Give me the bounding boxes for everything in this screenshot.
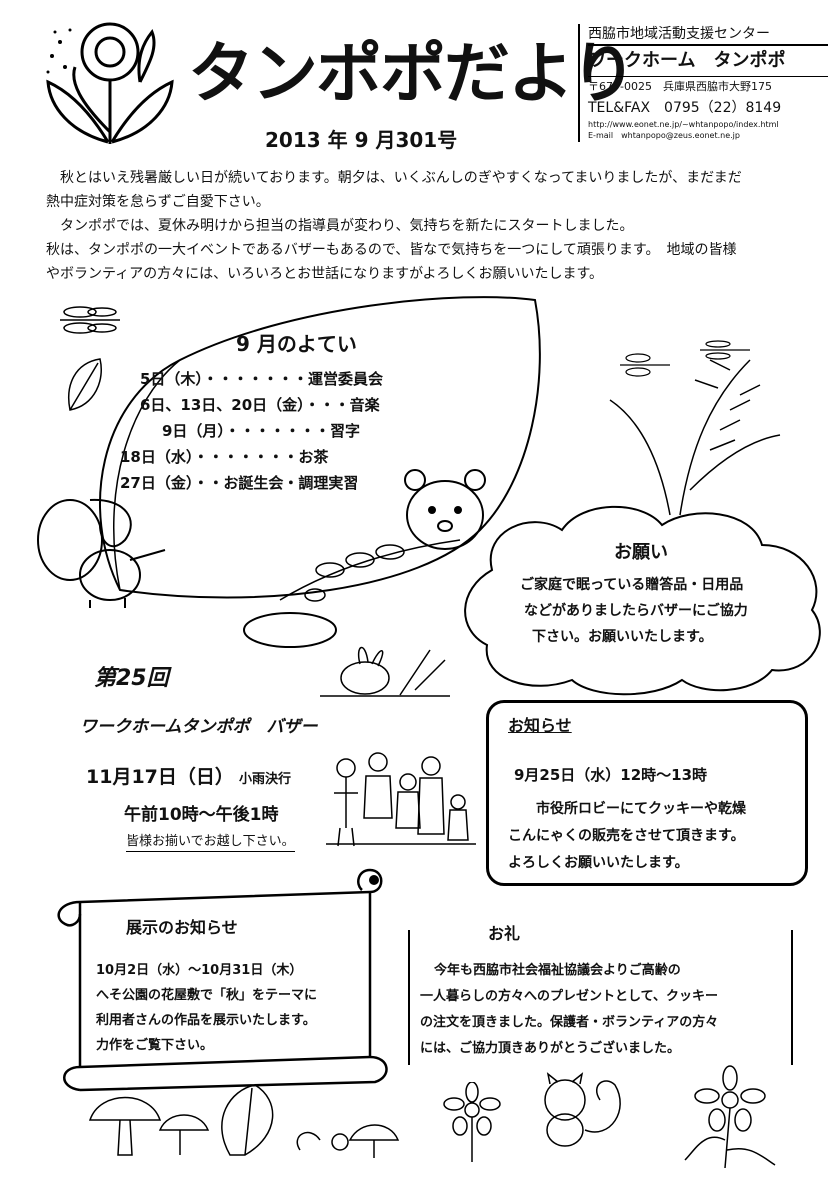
org-telfax: TEL&FAX 0795（22）8149 <box>588 100 782 116</box>
request-line: などがありましたらバザーにご協力 <box>524 603 748 619</box>
schedule-item: 9日（月）・・・・・・・習字 <box>162 422 360 440</box>
schedule-list: 5日（木）・・・・・・・運営委員会 6日、13日、20日（金）・・・音楽 9日（… <box>120 366 383 496</box>
bazaar-date-row: 11月17日（日） 小雨決行 <box>86 762 291 789</box>
thanks-title: お礼 <box>488 924 521 943</box>
bazaar-rain: 小雨決行 <box>238 772 291 787</box>
schedule-title: 9 月のよてい <box>236 332 357 356</box>
notice-line: 市役所ロビーにてクッキーや乾燥 <box>536 801 746 817</box>
bear-character-icon <box>404 469 486 550</box>
org-name: ワークホーム タンポポ <box>588 46 828 77</box>
notice-line: こんにゃくの販売をさせて頂きます。 <box>508 828 745 844</box>
schedule-item: 18日（水）・・・・・・・お茶 <box>120 448 329 466</box>
newsletter-title: タンポポだより <box>188 35 637 112</box>
exhibit-title: 展示のお知らせ <box>126 918 238 937</box>
org-email: E-mail whtanpopo@zeus.eonet.ne.jp <box>588 131 740 140</box>
cosmos-flower-icon <box>443 1082 501 1162</box>
request-line: 下さい。お願いいたします。 <box>532 629 713 645</box>
request-text: ご家庭で眠っている贈答品・日用品 などがありましたらバザーにご協力 下さい。お願… <box>500 572 748 650</box>
bazaar-name: ワークホームタンポポ バザー <box>80 717 318 737</box>
dragonfly-icon <box>60 306 120 334</box>
thanks-line: には、ご協力頂きありがとうございました。 <box>420 1041 681 1056</box>
notice-text: 市役所ロビーにてクッキーや乾燥 こんにゃくの販売をさせて頂きます。 よろしくお願… <box>508 796 746 877</box>
corner-flower-icon <box>684 1065 776 1169</box>
org-block: 西脇市地域活動支援センター ワークホーム タンポポ 〒677-0025 兵庫県西… <box>578 24 828 142</box>
schedule-leaf-frame <box>99 296 541 599</box>
pond-oval-shape <box>243 612 337 648</box>
exhibit-line: 力作をご覧下さい。 <box>96 1038 214 1053</box>
branch-leaves-icon <box>279 539 461 602</box>
schedule-item: 6日、13日、20日（金）・・・音楽 <box>140 396 380 414</box>
intro-line: タンポポでは、夏休み明けから担当の指導員が変わり、気持ちを新たにスタートしました… <box>60 218 634 234</box>
thanks-line: の注文を頂きました。保護者・ボランティアの方々 <box>420 1015 719 1030</box>
bazaar-invite: 皆様お揃いでお越し下さい。 <box>126 830 295 852</box>
schedule-item: 27日（金）・・お誕生会・調理実習 <box>120 474 359 492</box>
exhibit-line: へそ公園の花屋敷で「秋」をテーマに <box>96 988 318 1003</box>
bazaar-time: 午前10時～午後1時 <box>124 805 279 825</box>
thanks-line: 今年も西脇市社会福祉協議会よりご高齢の <box>434 963 681 978</box>
bazaar-date: 11月17日（日） <box>86 766 234 788</box>
exhibit-text: 10月2日（水）～10月31日（木） へそ公園の花屋敷で「秋」をテーマに 利用者… <box>96 958 317 1058</box>
request-cloud-frame <box>464 505 821 696</box>
thanks-line: 一人暮らしの方々へのプレゼントとして、クッキー <box>420 989 718 1004</box>
issue-number: 2013 年 9 月301号 <box>265 128 458 152</box>
intro-line: 熱中症対策を怠らずご自愛下さい。 <box>46 194 270 210</box>
org-url: http://www.eonet.ne.jp/~whtanpopo/index.… <box>588 120 779 129</box>
notice-title: お知らせ <box>504 712 576 736</box>
exhibit-line: 利用者さんの作品を展示いたします。 <box>96 1013 316 1028</box>
notice-datetime: 9月25日（水）12時～13時 <box>514 766 708 784</box>
leaf-icon <box>68 358 102 411</box>
request-title: お願い <box>614 542 668 563</box>
exhibit-scroll-frame <box>57 868 388 1092</box>
intro-line: 秋とはいえ残暑厳しい日が続いております。朝夕は、いくぶんしのぎやすくなってまいり… <box>60 170 742 186</box>
org-center: 西脇市地域活動支援センター <box>588 24 828 46</box>
request-line: ご家庭で眠っている贈答品・日用品 <box>520 577 744 593</box>
dandelion-icon <box>46 22 174 144</box>
intro-line: やボランティアの方々には、いろいろとお世話になりますがよろしくお願いいたします。 <box>46 266 604 282</box>
rabbit-icon <box>320 646 450 697</box>
bazaar-count: 第25回 <box>94 666 169 691</box>
header: タンポポだより 2013 年 9 月301号 西脇市地域活動支援センター ワーク… <box>0 0 839 152</box>
schedule-item: 5日（木）・・・・・・・運営委員会 <box>140 370 383 388</box>
thanks-bracket <box>408 930 793 1065</box>
family-group-icon <box>326 752 476 847</box>
intro-text: 秋とはいえ残暑厳しい日が続いております。朝夕は、いくぶんしのぎやすくなってまいり… <box>46 166 816 286</box>
exhibit-line: 10月2日（水）～10月31日（木） <box>96 963 303 978</box>
squirrel-icon <box>544 1072 621 1147</box>
org-postal: 〒677-0025 兵庫県西脇市大野175 <box>588 80 772 93</box>
thanks-text: 今年も西脇市社会福祉協議会よりご高齢の 一人暮らしの方々へのプレゼントとして、ク… <box>420 958 718 1062</box>
intro-line: 秋は、タンポポの一大イベントであるバザーもあるので、皆なで気持ちを一つにして頑張… <box>46 242 737 258</box>
notice-line: よろしくお願いいたします。 <box>508 855 689 871</box>
mushroom-leaf-border-icon <box>88 1084 400 1158</box>
mouse-character-icon <box>37 498 166 608</box>
notice-box <box>486 700 808 886</box>
pampas-grass-icon <box>609 340 781 516</box>
